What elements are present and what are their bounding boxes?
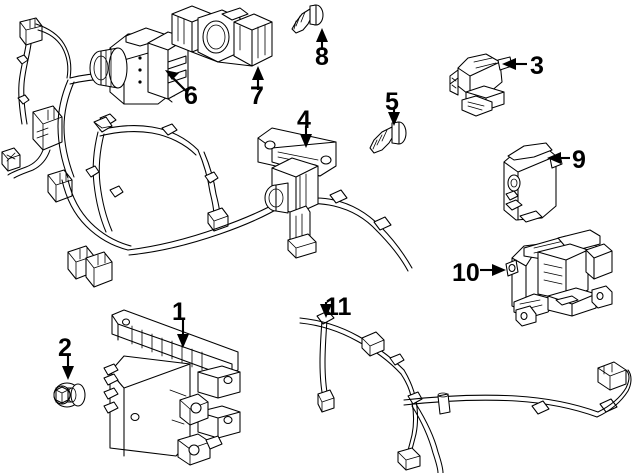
callout-label-2: 2 (58, 334, 72, 362)
callout-label-4: 4 (297, 106, 311, 134)
part-9-side-sensor-module (503, 142, 563, 223)
callout-label-6: 6 (184, 82, 198, 110)
part-7-sensor-retainer (171, 5, 273, 67)
callout-label-9: 9 (572, 146, 586, 174)
part-upper-left-harness (1, 17, 73, 203)
callout-label-8: 8 (315, 43, 329, 71)
callout-leaders (62, 28, 570, 380)
part-8-retainer-screw (291, 4, 324, 34)
part-10-electronic-control-unit (505, 229, 613, 327)
part-3-corner-sensor-bracket (449, 53, 513, 117)
callout-label-1: 1 (172, 298, 186, 326)
part-4-camera-bracket (257, 127, 337, 259)
callout-label-3: 3 (530, 52, 544, 80)
part-5-mounting-bolt (369, 121, 407, 154)
callout-label-10: 10 (452, 259, 480, 287)
callout-label-7: 7 (250, 82, 264, 110)
part-1-control-module (103, 309, 241, 466)
part-main-harness-loop (57, 72, 413, 288)
part-2-grommet-nut (53, 382, 86, 408)
part-11-sensor-wire-harness (299, 310, 632, 473)
callout-label-11: 11 (325, 293, 352, 321)
callout-label-5: 5 (385, 88, 399, 116)
